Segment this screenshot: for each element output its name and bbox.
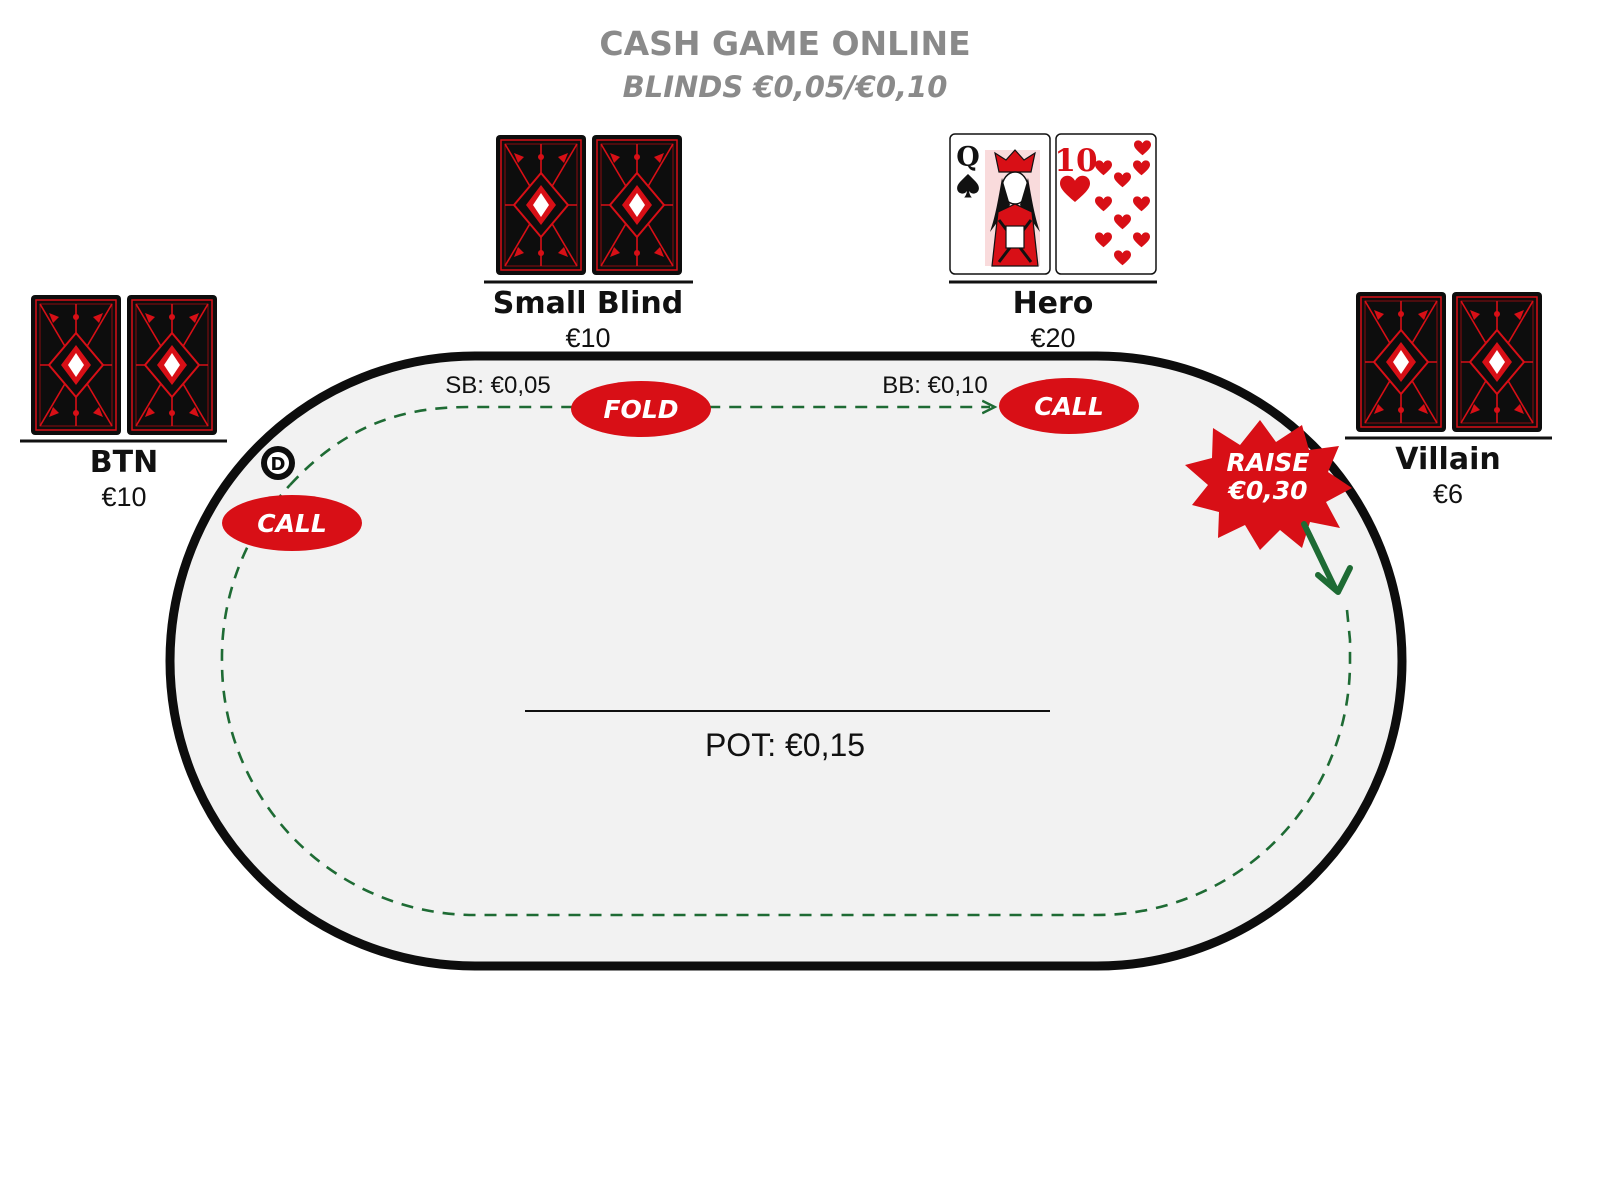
raise-burst-icon — [1185, 420, 1352, 550]
seat-villain: Villain €6 — [1345, 292, 1552, 509]
player-name: BTN — [90, 445, 158, 480]
dealer-button-label: D — [271, 454, 286, 475]
seat-hero: Q 10 — [949, 133, 1157, 353]
player-name: Hero — [1013, 286, 1094, 321]
dealer-button: D — [261, 446, 295, 480]
hero-card-ten-of-hearts: 10 — [1054, 133, 1157, 275]
card-back-icon — [1356, 292, 1446, 432]
card-rank: Q — [956, 142, 980, 173]
btn-action-badge: CALL — [222, 495, 362, 551]
player-name: Villain — [1395, 442, 1500, 477]
hero-action-badge: CALL — [999, 378, 1139, 434]
pot-label: POT: €0,15 — [705, 727, 865, 763]
btn-action-label: CALL — [257, 509, 327, 538]
card-back-icon — [592, 135, 682, 275]
sb-action-label: FOLD — [603, 395, 678, 424]
bb-blind-post: BB: €0,10 — [882, 372, 987, 399]
player-stack: €6 — [1433, 479, 1463, 509]
villain-action-line-1: RAISE — [1227, 448, 1310, 477]
seat-small-blind: Small Blind €10 — [484, 135, 693, 353]
hero-action-label: CALL — [1034, 392, 1104, 421]
poker-table: POT: €0,15 — [165, 351, 1407, 971]
card-back-icon — [31, 295, 121, 435]
player-name: Small Blind — [493, 286, 683, 321]
player-stack: €10 — [565, 323, 610, 353]
villain-action-line-2: €0,30 — [1226, 476, 1307, 505]
player-stack: €10 — [101, 482, 146, 512]
card-back-icon — [127, 295, 217, 435]
queen-figure-icon — [983, 146, 1043, 268]
table-rail — [165, 351, 1407, 971]
sb-blind-post: SB: €0,05 — [445, 372, 550, 399]
action-flow-arrow-icon — [1301, 521, 1353, 595]
villain-raise-badge: RAISE €0,30 — [1185, 420, 1352, 550]
seat-btn: BTN €10 — [20, 295, 227, 512]
player-stack: €20 — [1030, 323, 1075, 353]
action-flow-path — [220, 484, 1352, 917]
action-flow-top-path — [289, 407, 990, 486]
card-back-icon — [496, 135, 586, 275]
card-back-icon — [1452, 292, 1542, 432]
hero-card-queen-of-spades: Q — [949, 133, 1051, 275]
page-title: CASH GAME ONLINE — [599, 24, 970, 63]
blinds-subtitle: BLINDS €0,05/€0,10 — [623, 70, 948, 104]
card-rank: 10 — [1054, 143, 1097, 179]
sb-action-badge: FOLD — [571, 381, 711, 437]
